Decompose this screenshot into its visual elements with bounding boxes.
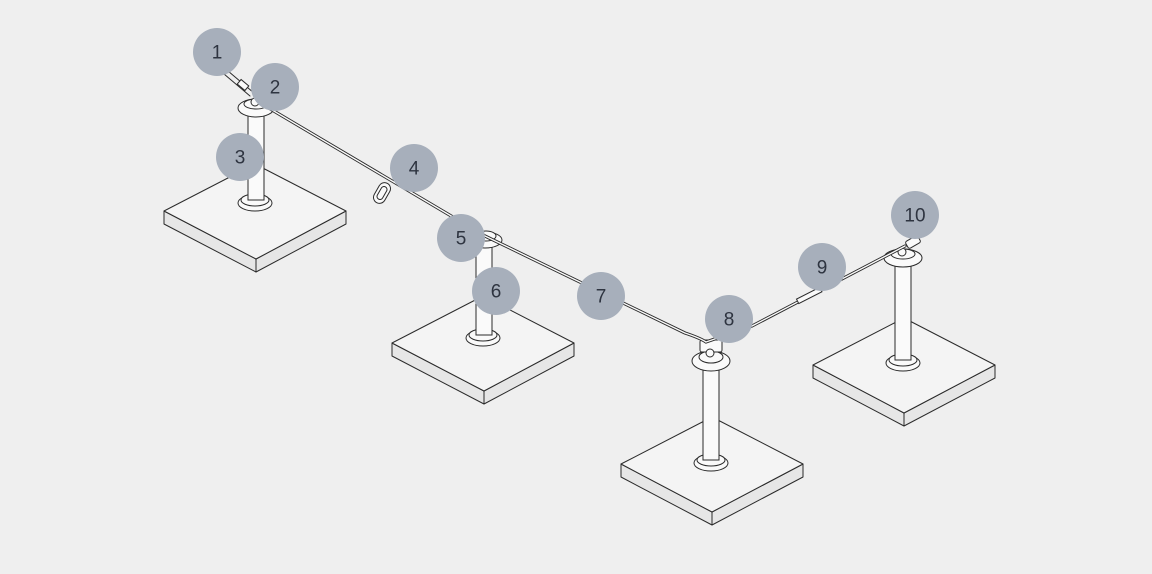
callout-7: 7 [577, 272, 625, 320]
callout-9-label: 9 [817, 258, 828, 279]
callout-3: 3 [216, 133, 264, 181]
callout-1-label: 1 [212, 43, 223, 64]
carabiner-shuttle [373, 182, 391, 204]
callout-9: 9 [798, 243, 846, 291]
callout-2: 2 [251, 63, 299, 111]
callout-2-label: 2 [270, 78, 281, 99]
post-c [620, 339, 804, 526]
lifeline-cable [260, 102, 907, 344]
callout-4-label: 4 [409, 159, 420, 180]
callout-3-label: 3 [235, 148, 246, 169]
callout-1: 1 [193, 28, 241, 76]
callout-4: 4 [390, 144, 438, 192]
callout-8: 8 [705, 295, 753, 343]
post-b [391, 230, 575, 405]
callout-5-label: 5 [456, 229, 467, 250]
callout-5: 5 [437, 214, 485, 262]
post-tube-d [883, 235, 923, 372]
post-tube-c [691, 339, 731, 472]
callout-8-label: 8 [724, 310, 735, 331]
callout-10: 10 [891, 191, 939, 239]
callout-6: 6 [472, 267, 520, 315]
callout-10-label: 10 [904, 206, 925, 227]
callout-6-label: 6 [491, 282, 502, 303]
post-d [812, 235, 996, 427]
tensioner-end-fitting [223, 70, 255, 97]
callout-7-label: 7 [596, 287, 607, 308]
